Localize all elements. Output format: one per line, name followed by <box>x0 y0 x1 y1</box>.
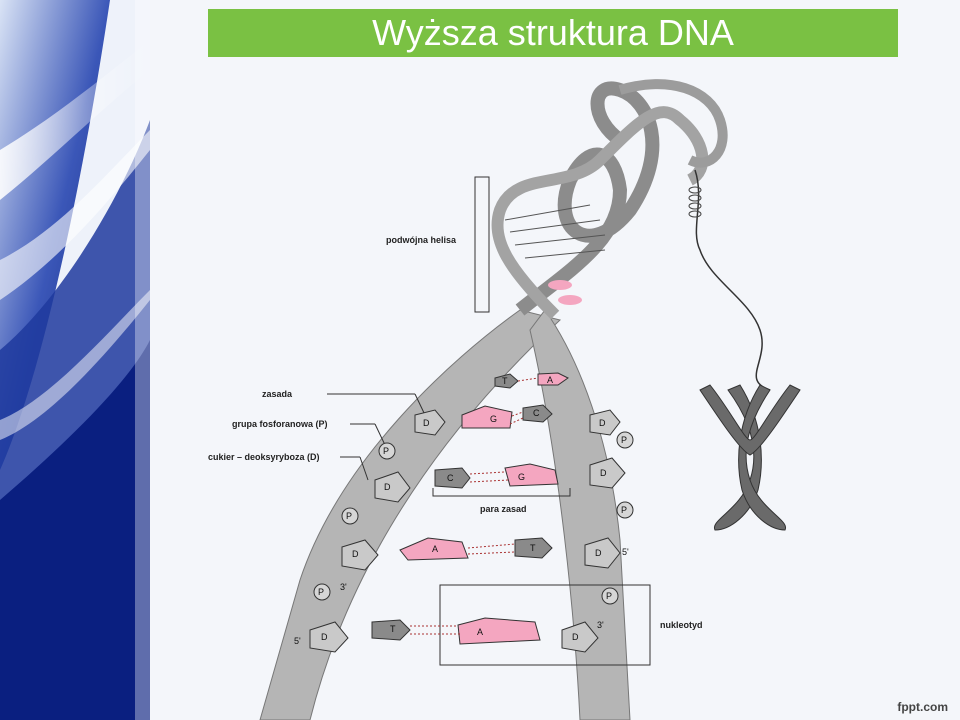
phosphate-label: P <box>621 435 627 445</box>
phosphate-label: P <box>606 591 612 601</box>
label-phosphate-group: grupa fosforanowa (P) <box>232 419 328 429</box>
base-label: G <box>518 472 525 482</box>
left-decorative-background <box>0 0 150 720</box>
base-label: A <box>547 375 553 385</box>
strand-end-label: 3' <box>597 620 604 630</box>
base-label: C <box>533 408 540 418</box>
label-sugar: cukier – deoksyryboza (D) <box>208 452 320 462</box>
purine-base <box>458 618 540 644</box>
dna-structure-diagram: D D D D D D D D P P P P P P <box>150 60 960 720</box>
phosphate-label: P <box>318 587 324 597</box>
left-strand-ribbon <box>260 310 560 720</box>
strand-end-label: 5' <box>294 636 301 646</box>
sugar-label: D <box>384 482 391 492</box>
double-helix-ribbon-b <box>497 112 702 315</box>
label-double-helix: podwójna helisa <box>386 235 457 245</box>
helix-base-pair <box>548 280 572 290</box>
sugar-label: D <box>600 468 607 478</box>
helix-bracket <box>475 177 489 312</box>
sugar-label: D <box>572 632 579 642</box>
sugar-label: D <box>599 418 606 428</box>
base-label: T <box>390 624 396 634</box>
label-nucleotide: nukleotyd <box>660 620 703 630</box>
label-base: zasada <box>262 389 293 399</box>
phosphate-label: P <box>346 511 352 521</box>
title-bar: Wyższa struktura DNA <box>208 9 898 57</box>
strand-end-label: 3' <box>340 582 347 592</box>
sugar-label: D <box>352 549 359 559</box>
right-strand-ribbon <box>530 310 630 720</box>
page-title: Wyższa struktura DNA <box>372 12 734 54</box>
base-label: A <box>432 544 438 554</box>
base-label: T <box>530 543 536 553</box>
base-label: C <box>447 473 454 483</box>
sugar-label: D <box>321 632 328 642</box>
sugar-label: D <box>423 418 430 428</box>
chromosome <box>700 385 800 530</box>
base-label: T <box>502 376 508 386</box>
purine-base <box>505 464 558 486</box>
phosphate-label: P <box>621 505 627 515</box>
base-label: A <box>477 627 483 637</box>
phosphate-label: P <box>383 446 389 456</box>
sugar-label: D <box>595 548 602 558</box>
base-pair-bracket <box>433 488 570 496</box>
footer-watermark: fppt.com <box>897 700 948 714</box>
strand-end-label: 5' <box>622 547 629 557</box>
base-label: G <box>490 414 497 424</box>
label-base-pair: para zasad <box>480 504 527 514</box>
chromatin-fibre <box>695 170 770 390</box>
helix-base-pair <box>558 295 582 305</box>
